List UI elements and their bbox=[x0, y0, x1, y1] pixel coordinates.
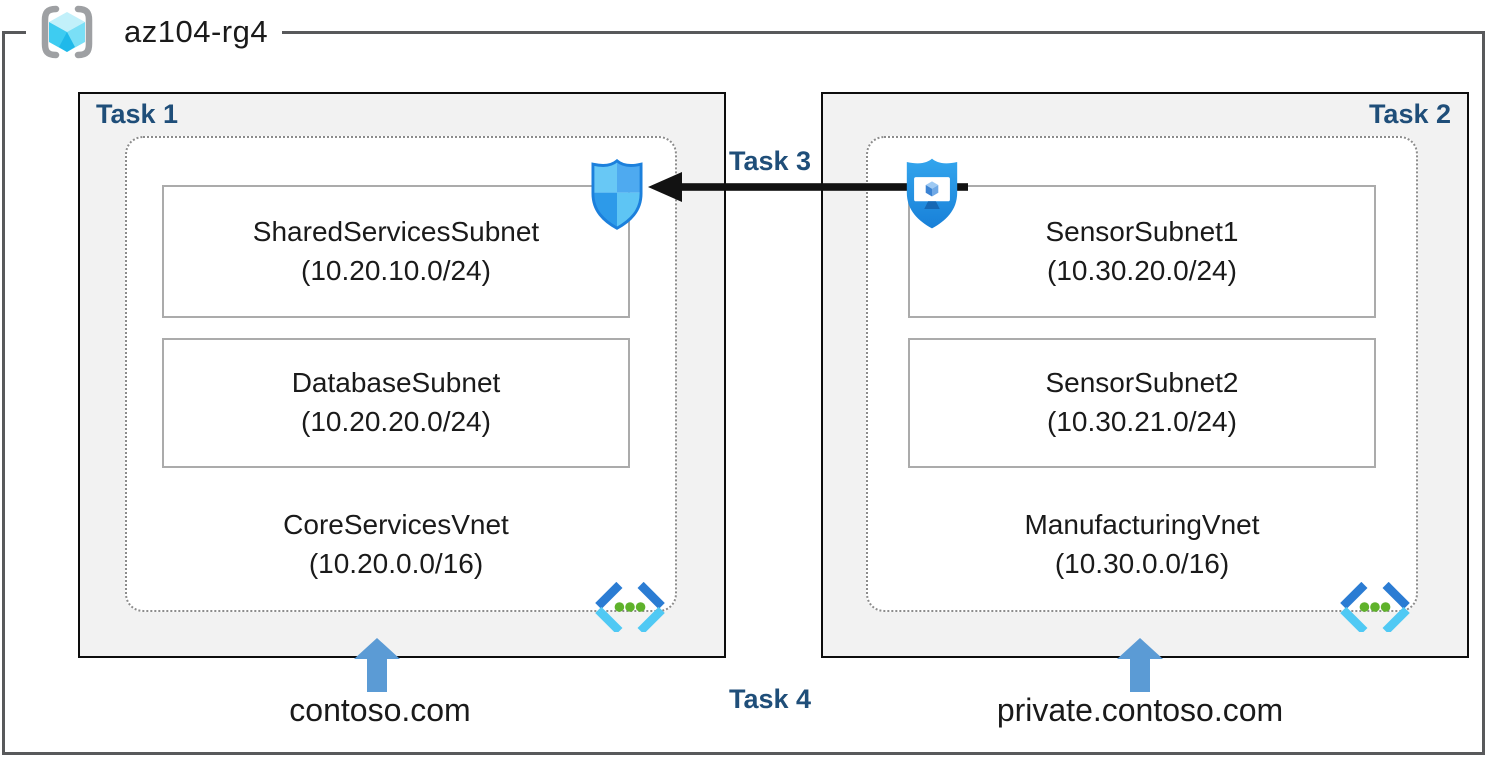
subnet-name: SensorSubnet2 bbox=[1045, 367, 1239, 399]
sensor-subnet2-box: SensorSubnet2 (10.30.21.0/24) bbox=[908, 338, 1376, 468]
virtual-network-icon bbox=[1340, 582, 1410, 632]
left-arrow-icon bbox=[648, 172, 968, 202]
subnet-cidr: (10.20.20.0/24) bbox=[301, 406, 491, 437]
virtual-network-icon bbox=[595, 582, 665, 632]
private-dns-zone-label: private.contoso.com bbox=[996, 692, 1284, 728]
vnet-name: CoreServicesVnet bbox=[283, 509, 509, 540]
vnet-name: ManufacturingVnet bbox=[1024, 509, 1260, 540]
resource-group-header: az104-rg4 bbox=[26, 2, 283, 62]
network-security-group-icon bbox=[591, 158, 643, 230]
task3-label: Task 3 bbox=[728, 146, 812, 176]
subnet-cidr: (10.30.21.0/24) bbox=[1047, 406, 1237, 437]
task2-label: Task 2 bbox=[1368, 99, 1451, 129]
vnet-cidr: (10.30.0.0/16) bbox=[1054, 547, 1230, 579]
application-security-group-icon bbox=[906, 158, 958, 229]
subnet-name: DatabaseSubnet bbox=[291, 367, 501, 399]
task1-label: Task 1 bbox=[96, 99, 179, 129]
manufacturing-vnet-caption: ManufacturingVnet (10.30.0.0/16) bbox=[908, 506, 1376, 583]
resource-group-icon bbox=[41, 5, 93, 59]
resource-group-boundary bbox=[2, 31, 1485, 755]
resource-group-label: az104-rg4 bbox=[124, 14, 269, 49]
core-services-vnet-caption: CoreServicesVnet (10.20.0.0/16) bbox=[162, 506, 630, 583]
subnet-name: SharedServicesSubnet bbox=[252, 215, 540, 247]
sensor-subnet1-box: SensorSubnet1 (10.30.20.0/24) bbox=[908, 185, 1376, 318]
subnet-name: SensorSubnet1 bbox=[1045, 215, 1239, 247]
shared-services-subnet-box: SharedServicesSubnet (10.20.10.0/24) bbox=[162, 185, 630, 318]
subnet-cidr: (10.30.20.0/24) bbox=[1047, 254, 1237, 286]
up-arrow-icon bbox=[1117, 638, 1163, 692]
database-subnet-box: DatabaseSubnet (10.20.20.0/24) bbox=[162, 338, 630, 468]
up-arrow-icon bbox=[354, 638, 400, 692]
task4-label: Task 4 bbox=[728, 684, 812, 714]
vnet-cidr: (10.20.0.0/16) bbox=[308, 547, 484, 579]
public-dns-zone-label: contoso.com bbox=[289, 692, 471, 728]
subnet-cidr: (10.20.10.0/24) bbox=[301, 254, 491, 286]
